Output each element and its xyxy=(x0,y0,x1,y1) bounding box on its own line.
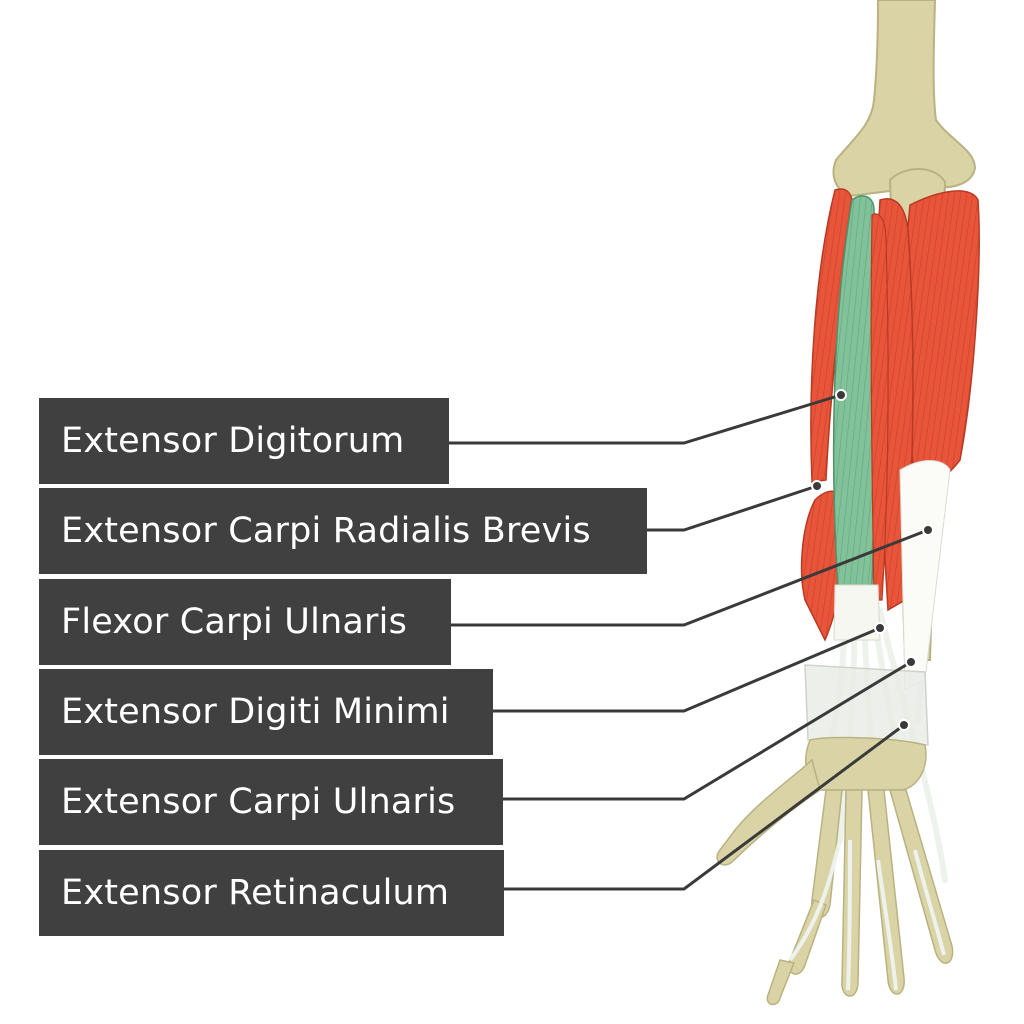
leader-line-extensor-carpi-ulnaris xyxy=(502,660,912,801)
finger-tendons xyxy=(788,839,946,991)
extensor-digiti-minimi-muscle xyxy=(870,213,889,601)
label-extensor-digiti-minimi: Extensor Digiti Minimi xyxy=(39,669,493,755)
leader-lines xyxy=(448,389,934,891)
extensor-retinaculum xyxy=(804,664,929,746)
tendon-white-region xyxy=(833,460,951,691)
label-extensor-carpi-ulnaris: Extensor Carpi Ulnaris xyxy=(39,759,503,845)
pointer-dot-flexor-carpi-ulnaris xyxy=(922,524,934,536)
label-extensor-retinaculum: Extensor Retinaculum xyxy=(39,850,504,936)
pointer-dot-extensor-carpi-radialis-brevis xyxy=(811,480,823,492)
leader-line-extensor-digiti-minimi xyxy=(492,626,881,713)
label-flexor-carpi-ulnaris: Flexor Carpi Ulnaris xyxy=(39,579,451,665)
pointer-dot-extensor-carpi-ulnaris xyxy=(905,656,917,668)
humerus-bone xyxy=(832,0,977,198)
leader-line-flexor-carpi-ulnaris xyxy=(450,528,929,627)
leader-line-extensor-retinaculum xyxy=(503,723,905,891)
label-extensor-digitorum: Extensor Digitorum xyxy=(39,398,449,484)
label-extensor-carpi-radialis-brevis: Extensor Carpi Radialis Brevis xyxy=(39,488,647,574)
leader-line-extensor-carpi-radialis-brevis xyxy=(646,484,818,532)
pointer-dot-extensor-digitorum xyxy=(835,389,847,401)
pointer-dot-extensor-retinaculum xyxy=(898,719,910,731)
pointer-dot-extensor-digiti-minimi xyxy=(874,622,886,634)
flexor-carpi-ulnaris-muscle xyxy=(903,190,980,485)
leader-line-extensor-digitorum xyxy=(448,393,842,445)
